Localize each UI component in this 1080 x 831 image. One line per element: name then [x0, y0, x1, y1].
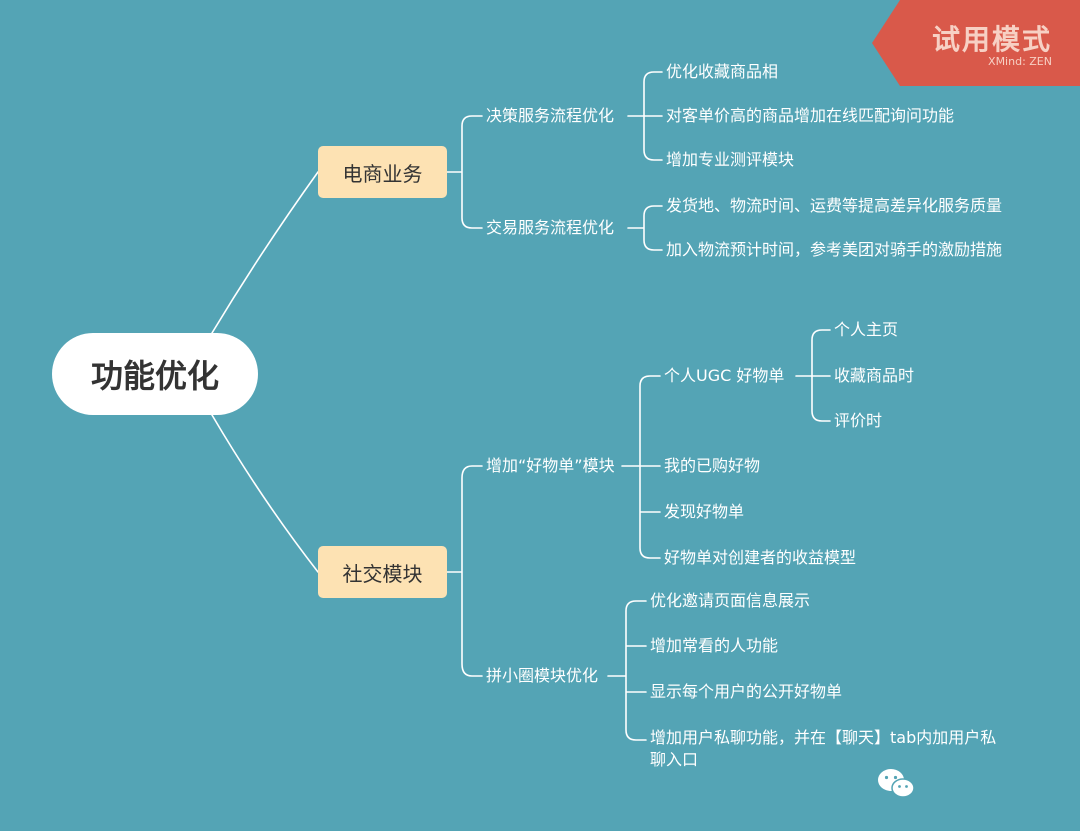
- leaf-delivery-estimate[interactable]: 加入物流预计时间，参考美团对骑手的激励措施: [666, 240, 1003, 259]
- connector-goodlist: [621, 375, 661, 559]
- leaf-invite-page[interactable]: 优化邀请页面信息展示: [650, 591, 811, 610]
- node-transaction-flow[interactable]: 交易服务流程优化: [486, 218, 615, 237]
- leaf-public-lists[interactable]: 显示每个用户的公开好物单: [650, 682, 843, 701]
- connector-decision: [627, 71, 663, 161]
- leaf-frequent-people[interactable]: 增加常看的人功能: [650, 636, 779, 655]
- connector-circle: [607, 600, 647, 741]
- connector-root-social: [211, 414, 319, 573]
- node-circle-optimize[interactable]: 拼小圈模块优化: [486, 666, 599, 685]
- branch-social[interactable]: 社交模块: [318, 546, 447, 598]
- leaf-optimize-favorites[interactable]: 优化收藏商品相: [666, 62, 779, 81]
- leaf-online-matching[interactable]: 对客单价高的商品增加在线匹配询问功能: [666, 106, 955, 125]
- node-good-list-module[interactable]: 增加“好物单”模块: [486, 456, 615, 475]
- node-ugc-good-list[interactable]: 个人UGC 好物单: [664, 366, 785, 385]
- trial-subtitle: XMind: ZEN: [988, 55, 1052, 68]
- connector-ugc: [795, 329, 831, 422]
- trial-watermark: [872, 0, 1080, 86]
- connector-social-trunk: [446, 465, 483, 677]
- connector-ecommerce-trunk: [446, 115, 483, 229]
- branch-ecommerce[interactable]: 电商业务: [318, 146, 447, 198]
- node-decision-flow[interactable]: 决策服务流程优化: [486, 106, 615, 125]
- wechat-icon: [878, 769, 915, 798]
- leaf-private-chat[interactable]: 增加用户私聊功能，并在【聊天】tab内加用户私聊入口: [650, 728, 997, 769]
- leaf-when-favoriting[interactable]: 收藏商品时: [834, 366, 915, 385]
- leaf-personal-homepage[interactable]: 个人主页: [834, 320, 899, 339]
- leaf-review-module[interactable]: 增加专业测评模块: [666, 150, 795, 169]
- leaf-when-reviewing[interactable]: 评价时: [834, 411, 883, 430]
- leaf-creator-revenue[interactable]: 好物单对创建者的收益模型: [664, 548, 857, 567]
- trial-title: 试用模式: [931, 23, 1052, 56]
- root-node[interactable]: 功能优化: [52, 333, 258, 415]
- connector-transaction: [627, 205, 663, 251]
- leaf-discover-list[interactable]: 发现好物单: [664, 502, 745, 521]
- leaf-shipping-quality[interactable]: 发货地、物流时间、运费等提高差异化服务质量: [666, 196, 1003, 215]
- connector-root-ecommerce: [211, 171, 319, 334]
- leaf-my-purchased[interactable]: 我的已购好物: [664, 456, 761, 475]
